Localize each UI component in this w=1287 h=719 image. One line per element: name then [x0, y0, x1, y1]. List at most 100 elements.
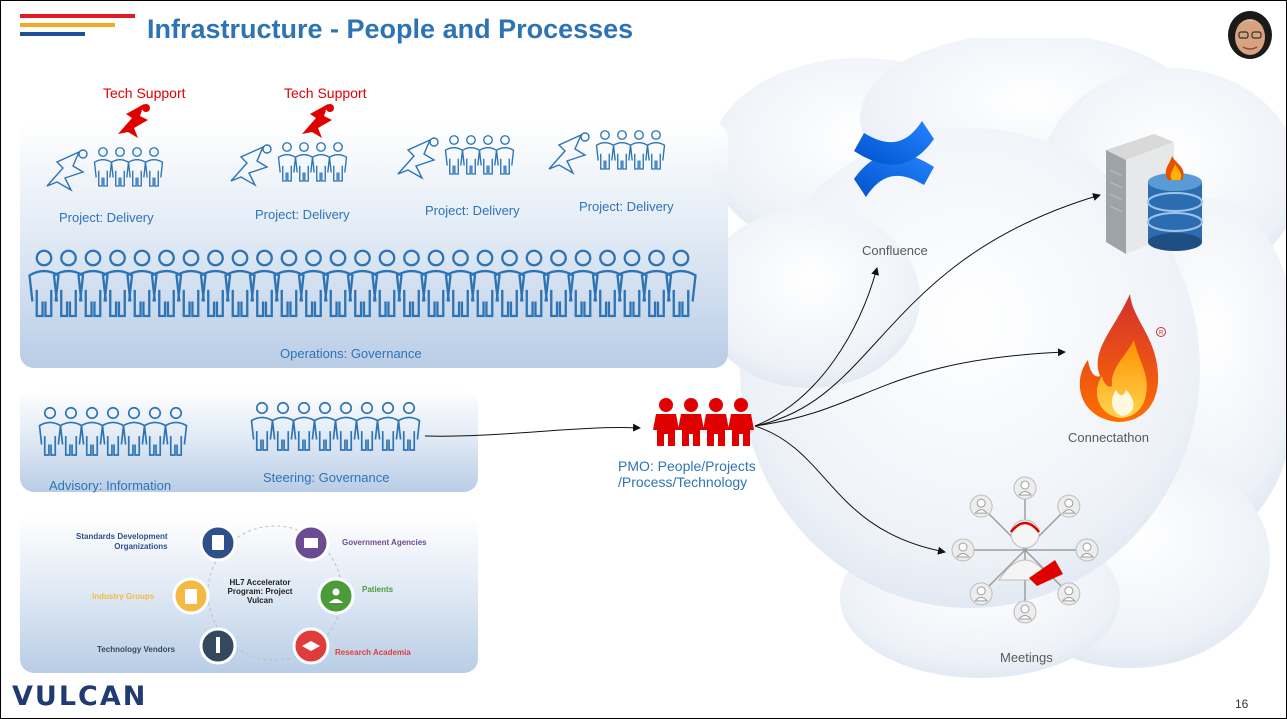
person-icon [567, 249, 599, 318]
network-user-icon [1057, 494, 1081, 518]
pmo-people-icon [653, 398, 754, 446]
wheel-center-line2: Program: Project [227, 587, 293, 596]
network-user-icon [1057, 582, 1081, 606]
wheel-center-line1: HL7 Accelerator [229, 578, 291, 587]
person-icon [665, 249, 697, 318]
person-icon [127, 147, 147, 187]
superhero-icon [230, 144, 272, 187]
person-icon [612, 130, 632, 170]
network-user-icon [951, 538, 975, 562]
person-icon [420, 249, 452, 318]
connectathon-label: Connectathon [1068, 430, 1149, 445]
title-stripe-blue [20, 32, 85, 36]
technology-vendors-label: Technology Vendors [97, 645, 176, 654]
project-delivery-label: Project: Delivery [59, 210, 154, 225]
person-icon [469, 249, 501, 318]
person-icon [646, 130, 666, 170]
person-icon [126, 249, 158, 318]
person-icon [52, 249, 85, 318]
pmo-label-line1: PMO: People/Projects [618, 458, 756, 474]
title-stripe-orange [20, 23, 115, 27]
person-icon [328, 142, 348, 182]
person-icon [199, 249, 232, 318]
person-icon [616, 249, 648, 318]
person-icon [346, 249, 379, 318]
tech-support-hero-icon [302, 104, 334, 138]
government-agencies-label: Government Agencies [342, 538, 427, 547]
avatar [1228, 11, 1272, 59]
person-icon [271, 401, 295, 451]
meetings-label: Meetings [1000, 650, 1053, 665]
network-user-icon [1013, 600, 1037, 624]
pmo-to-meetings-arrow [754, 425, 946, 555]
wheel-center-label: HL7 Accelerator Program: Project Vulcan [225, 578, 295, 605]
patients-label: Patients [362, 585, 394, 594]
person-icon [59, 406, 83, 456]
superhero-icon [397, 137, 439, 180]
vulcan-logo: VULCAN [12, 681, 148, 712]
person-icon [444, 249, 477, 318]
network-user-icon [969, 494, 993, 518]
pmo-label-line2: /Process/Technology [618, 474, 748, 490]
research-academia-label: Research Academia [335, 648, 411, 657]
project-delivery-label: Project: Delivery [255, 207, 350, 222]
wheel-center-line3: Vulcan [247, 596, 273, 605]
person-icon [493, 249, 526, 318]
industry-groups-label: Industry Groups [92, 592, 155, 601]
operations-governance-label: Operations: Governance [280, 346, 422, 361]
advisory-information-label: Advisory: Information [49, 478, 172, 493]
project-delivery-label: Project: Delivery [425, 203, 520, 218]
person-icon [77, 249, 109, 318]
person-icon [542, 249, 575, 318]
superhero-icon [548, 132, 590, 175]
page-number: 16 [1235, 697, 1249, 711]
pmo-to-confluence-arrow [754, 267, 880, 427]
network-user-icon [1013, 476, 1037, 500]
person-icon [495, 135, 515, 175]
person-icon [591, 249, 624, 318]
person-icon [248, 249, 281, 318]
meetings-network-icon [951, 476, 1099, 624]
person-icon [273, 249, 305, 318]
person-icon [397, 401, 421, 451]
project-delivery-label: Project: Delivery [579, 199, 674, 214]
person-icon [144, 147, 164, 187]
person-icon [371, 249, 403, 318]
projects-operations-panel [20, 123, 728, 368]
person-icon [28, 249, 60, 318]
stakeholder-wheel-panel [20, 515, 478, 673]
person-icon [322, 249, 354, 318]
pmo-to-connectathon-arrow [754, 348, 1066, 427]
network-user-icon [969, 582, 993, 606]
person-icon [518, 249, 550, 318]
support-agent-icon [998, 519, 1063, 586]
steering-governance-label: Steering: Governance [263, 470, 390, 485]
tech-support-label: Tech Support [284, 85, 367, 101]
network-user-icon [1075, 538, 1099, 562]
person-icon [164, 406, 188, 456]
sdo-label-line1: Standards Development [76, 532, 168, 541]
person-icon [143, 406, 167, 456]
tech-support-label: Tech Support [103, 85, 186, 101]
person-icon [38, 406, 62, 456]
connectathon-flame-icon: R [1079, 294, 1166, 422]
person-icon [640, 249, 673, 318]
person-icon [224, 249, 256, 318]
page-title: Infrastructure - People and Processes [147, 14, 634, 44]
person-icon [175, 249, 207, 318]
sdo-label-line2: Organizations [114, 542, 168, 551]
title-stripe-red [20, 14, 135, 18]
stakeholder-wheel [172, 524, 355, 665]
svg-text:R: R [1159, 331, 1164, 337]
confluence-icon [854, 121, 934, 197]
person-icon [355, 401, 379, 451]
sdo-label: Standards Development Organizations [76, 532, 168, 552]
pmo-to-database-arrow [754, 193, 1101, 427]
person-icon [101, 249, 134, 318]
person-icon [297, 249, 330, 318]
person-icon [294, 142, 314, 182]
person-icon [395, 249, 428, 318]
database-server-icon [1106, 134, 1203, 254]
